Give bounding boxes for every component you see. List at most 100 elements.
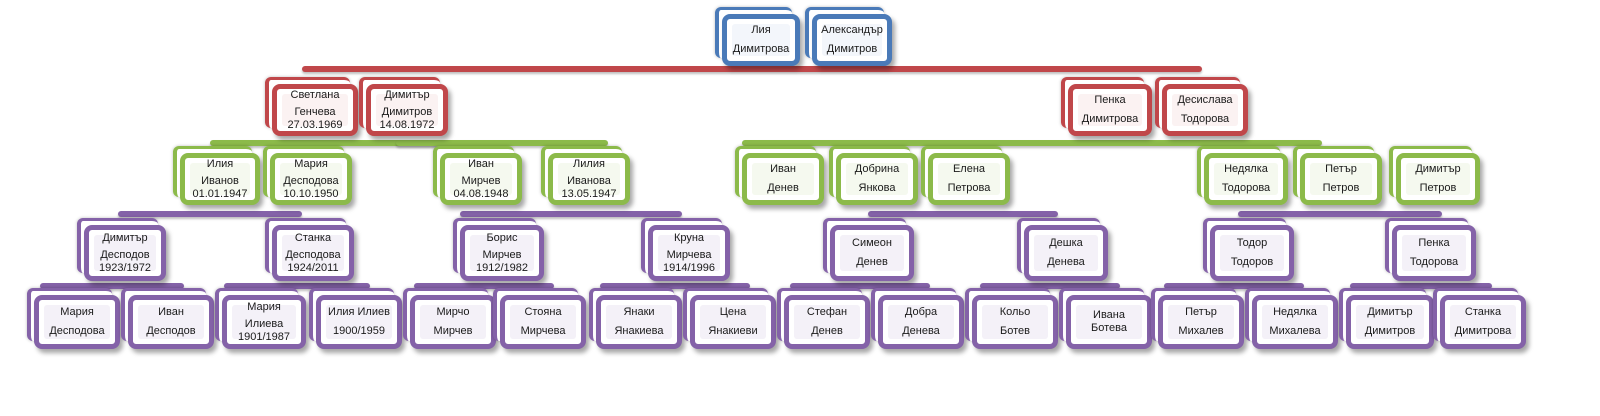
person-first-name: Тодор — [1236, 237, 1268, 249]
person-detail-line: 13.05.1947 — [561, 187, 617, 200]
person-detail-line: Тодоров — [1230, 256, 1274, 268]
person-detail-line: Петрова — [947, 182, 991, 194]
person-detail-line: 10.10.1950 — [283, 187, 339, 200]
connector-bar — [742, 140, 1322, 146]
person-first-name: Александър — [821, 24, 883, 36]
person-first-name: Добрина — [854, 163, 900, 175]
connector-bar — [460, 211, 682, 217]
person-detail-line: Генчева — [294, 105, 336, 118]
connector-bar — [40, 283, 184, 289]
person-first-name: Петър — [1185, 306, 1217, 318]
connector-bar — [1350, 283, 1492, 289]
person-detail-line: Денева — [902, 325, 940, 337]
person-first-name: Пенка — [1094, 94, 1126, 106]
person-detail-line: Янакиеви — [708, 325, 758, 337]
connector-bar — [396, 140, 608, 146]
person-first-name: Мария — [294, 157, 328, 170]
node-card-fill — [94, 235, 156, 271]
person-first-name: Мирчо — [436, 306, 470, 318]
node-card-fill — [1450, 305, 1516, 339]
node-card-fill — [840, 235, 904, 271]
person-first-name: Лилия — [573, 157, 605, 170]
node-card-fill — [1214, 163, 1278, 195]
person-first-name: Кольо — [999, 306, 1031, 318]
person-first-name: Елена — [952, 163, 986, 175]
person-detail-line: Иванов — [201, 174, 239, 187]
node-card-fill — [420, 305, 486, 339]
node-card-fill — [326, 305, 392, 339]
node-card-fill — [1078, 94, 1142, 126]
node-card-fill — [732, 24, 790, 56]
person-detail-line: Ботев — [1000, 325, 1030, 337]
person-detail-line: Тодорова — [1409, 256, 1459, 268]
node-card-fill — [280, 163, 342, 195]
person-detail-line: Петров — [1322, 182, 1360, 194]
node-card-fill — [982, 305, 1048, 339]
connector-bar — [1164, 283, 1304, 289]
connector-bar — [600, 283, 750, 289]
person-detail-line: Димитрова — [1454, 325, 1512, 337]
person-first-name: Димитър — [1367, 306, 1413, 318]
person-first-name: Недялка — [1224, 163, 1268, 175]
node-card-fill — [1262, 305, 1328, 339]
person-first-name: Десислава — [1177, 94, 1233, 106]
person-first-name: Илия Илиев — [328, 306, 390, 318]
person-first-name: Недялка — [1273, 306, 1317, 318]
node-card-fill — [510, 305, 576, 339]
